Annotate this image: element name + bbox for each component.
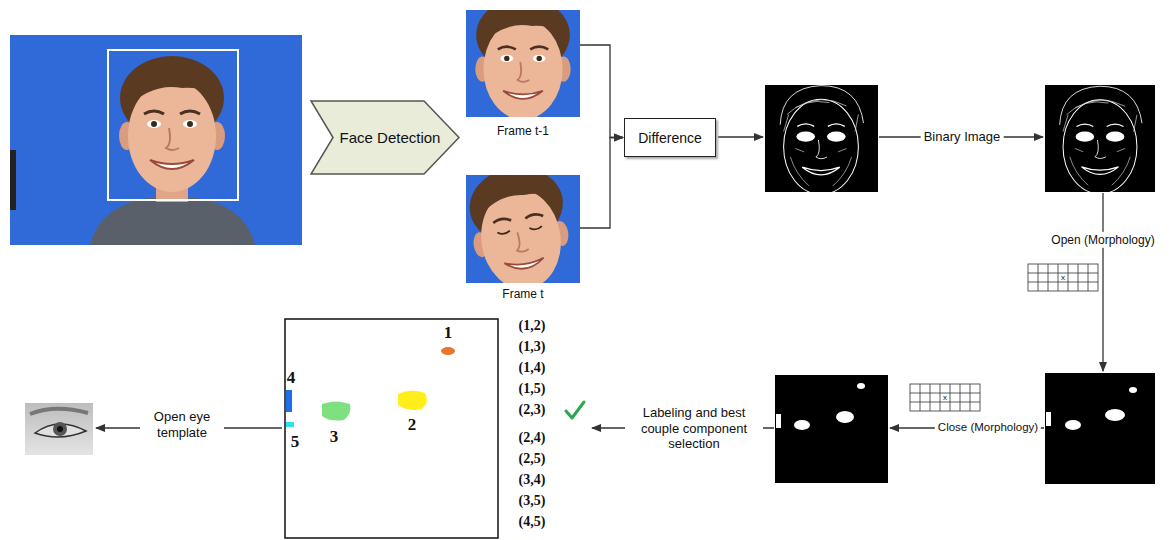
difference-image: [765, 85, 878, 192]
node-label: Difference: [638, 130, 702, 146]
difference-image: [780, 86, 863, 195]
frame-photo: [466, 175, 580, 283]
chevron-shape: [311, 101, 459, 174]
process-box: Difference: [624, 118, 716, 157]
frame-image: Frame t-1: [466, 10, 580, 138]
closed-image: [857, 383, 865, 389]
flow-arrow: [96, 137, 1103, 428]
opened-image: [1065, 420, 1081, 430]
labeled-components-panel: [441, 347, 455, 355]
eye-template: [30, 409, 88, 414]
pair-item: (2,3): [519, 402, 546, 419]
frame-image: Frame t: [466, 175, 580, 301]
eye-template: [25, 403, 93, 455]
flow-label: Binary Image: [921, 128, 1004, 146]
callout-number: 5: [291, 432, 300, 452]
labeled-components-panel: [398, 391, 427, 410]
process-arrow: Face Detection: [310, 100, 460, 175]
origin-mark: x: [1061, 273, 1065, 283]
binary-image: [1060, 86, 1142, 194]
binary-image: [1045, 85, 1155, 194]
callout-number: 2: [408, 415, 417, 435]
closed-image: [776, 414, 781, 428]
frame-photo: [466, 175, 577, 283]
face-photo: [108, 50, 238, 200]
face-photo: [10, 35, 302, 245]
frame-photo: [501, 55, 546, 62]
frame-photo: [497, 226, 542, 234]
face-photo: [147, 120, 197, 128]
pair-item: (2,5): [519, 451, 546, 468]
connector: [580, 138, 623, 229]
pair-item: (3,5): [519, 493, 546, 510]
pair-item: (1,4): [519, 360, 546, 377]
labeled-components-panel: [285, 319, 498, 538]
labeled-components-panel: [286, 390, 292, 412]
callout-number: 1: [444, 323, 453, 343]
flow-label: Labeling and best couple component selec…: [625, 404, 763, 453]
pair-item: (2,4): [519, 430, 546, 447]
pair-item: (4,5): [519, 514, 546, 531]
frame-photo: [466, 175, 577, 283]
frame-photo: [475, 10, 570, 117]
check-mark: [566, 402, 584, 418]
face-photo: [119, 56, 225, 202]
flow-label: Open (Morphology): [1048, 232, 1157, 248]
opened-image: [1045, 373, 1155, 484]
structuring-element: [1028, 264, 1098, 291]
structuring-element: [1028, 264, 1098, 291]
structuring-element: [910, 384, 980, 411]
frame-photo: [466, 10, 580, 117]
eye-template: [25, 403, 93, 455]
pair-item: (1,3): [519, 339, 546, 356]
flow-arrow: [1102, 193, 1103, 371]
pair-item: (1,5): [519, 381, 546, 398]
labeled-components-panel: [322, 402, 350, 421]
closed-image: [775, 375, 888, 483]
closed-image: [775, 375, 888, 483]
flow-label: Open eye template: [140, 408, 224, 441]
opened-image: [1105, 409, 1125, 421]
flow-label: Close (Morphology): [935, 420, 1041, 436]
structuring-element: [1028, 264, 1098, 291]
pair-item: (1,2): [519, 318, 546, 335]
closed-image: [836, 411, 854, 423]
binary-image: [1045, 85, 1155, 192]
structuring-element: [910, 384, 980, 411]
face-photo: [90, 198, 255, 245]
callout-number: 4: [287, 368, 296, 388]
connector: [580, 45, 623, 138]
opened-image: [1046, 412, 1051, 426]
opened-image: [1129, 387, 1137, 393]
callout-number: 3: [330, 427, 339, 447]
face-photo: [10, 150, 16, 210]
labeled-components-panel: [285, 319, 498, 538]
eye-template: [57, 426, 63, 432]
frame-caption: Frame t: [502, 287, 543, 301]
flow-arrow: [718, 136, 763, 137]
origin-mark: x: [943, 393, 947, 403]
pair-item: (3,4): [519, 472, 546, 489]
face-photo: [10, 35, 302, 245]
node-label: Face Detection: [340, 129, 441, 146]
opened-image: [1045, 373, 1155, 484]
difference-image: [765, 85, 878, 194]
labeled-components-panel: [286, 422, 294, 427]
structuring-element: [910, 384, 980, 411]
closed-image: [794, 420, 810, 430]
eye-template: [53, 422, 67, 436]
frame-caption: Frame t-1: [497, 124, 549, 138]
